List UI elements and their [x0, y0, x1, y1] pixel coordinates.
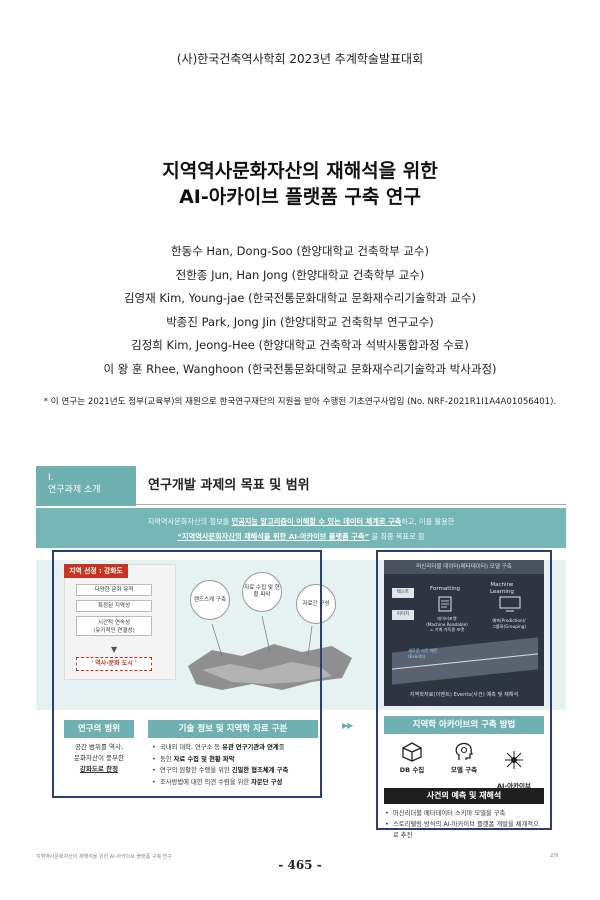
section-label: I. 연구과제 소개 [36, 466, 136, 506]
section-number: I. [48, 473, 54, 483]
tech-item: 조사방법에 대한 의견 수렴을 위한 자문단 구성 [152, 777, 318, 789]
tech-text: 를 [278, 744, 285, 751]
author: 한동수 Han, Dong-Soo (한양대학교 건축학부 교수) [170, 244, 429, 258]
paper-title: 지역역사문화자산의 재해석을 위한 AI-아카이브 플랫폼 구축 연구 [0, 158, 600, 210]
db-collect: DB 수집 [392, 742, 432, 774]
tech-text: 국내외 대학, 연구소 등 [160, 744, 223, 751]
down-arrow-icon: ▼ [111, 645, 118, 654]
intro-text: 하고, 이를 활용한 [401, 517, 455, 526]
network-icon [505, 751, 523, 769]
method-label: DB 수집 [399, 766, 425, 774]
author: 김영재 Kim, Young-jae (한국전통문화대학교 문화재수리기술학과 … [123, 291, 477, 305]
tech-bold: 긴밀한 협조체계 구축 [231, 767, 289, 774]
method-header: 지역학 아카이브의 구축 방법 [384, 716, 544, 734]
tech-item: 국내외 대학, 연구소 등 유관 연구기관과 연계를 [152, 742, 318, 754]
author: 김정희 Kim, Jeong-Hee (한양대학교 건축학과 석박사통합과정 수… [131, 338, 469, 352]
ml-label: Machine Learning [490, 582, 514, 595]
scope-emphasis: 강화도로 한정 [79, 765, 119, 773]
slide-footer-title: 지역역사문화자산의 재해석을 위한 AI-아카이브 플랫폼 구축 연구 [36, 854, 172, 860]
tech-bold: 자문단 구성 [251, 778, 283, 786]
bubble-data-collection: 자료 수집 및 현황 파악 [242, 572, 282, 612]
right-frame [376, 550, 552, 830]
left-frame [52, 550, 322, 798]
scope-header: 연구의 범위 [64, 720, 134, 738]
double-arrow-icon: ▶▶ [342, 721, 353, 730]
author-list: 한동수 Han, Dong-Soo (한양대학교 건축학부 교수) 전한종 Ju… [0, 240, 600, 381]
tech-bold: 자료 수집 및 현황 파악 [173, 755, 235, 763]
bubble-landscape: 랜드스케 구축 [190, 580, 230, 620]
tech-list: 국내외 대학, 연구소 등 유관 연구기관과 연계를 동한 자료 수집 및 현황… [152, 742, 318, 788]
method-label: 모델 구축 [450, 766, 478, 774]
computer-icon [499, 596, 521, 612]
tech-bold: 유관 연구기관과 연계 [222, 744, 279, 751]
title-line-2: AI-아카이브 플랫폼 구축 연구 [179, 186, 421, 208]
format-caption: 데이터포맷 (Machine Readable) = 기계 가독용 포맷 [426, 616, 468, 632]
title-line-1: 지역역사문화자산의 재해석을 위한 [162, 160, 438, 182]
region-tag: 지역 선정 : 강화도 [64, 564, 128, 578]
prediction-list: 머신리더블 메타데이터 스키마 모델을 구축 스토리텔링 방식의 AI-아카이브… [384, 808, 544, 841]
scope-line: 공간 범위를 역사, [74, 743, 124, 751]
scope-line: 강화도로 한정 [64, 764, 134, 775]
author: 이 왕 훈 Rhee, Wanghoon (한국전통문화대학교 문화재수리기술학… [103, 361, 497, 376]
region-target: ' 역사·문화 도시 ' [76, 657, 152, 671]
tech-item-cont: 동한 자료 수집 및 현황 파악 [152, 754, 318, 766]
tech-text: 연구의 원활한 수행을 위한 [160, 767, 232, 774]
intro-highlight: 인공지능 알고리즘이 이해할 수 있는 데이터 체계로 구축 [231, 517, 402, 526]
author: 전한종 Jun, Han Jong (한양대학교 건축학부 교수) [175, 267, 425, 282]
section-rule [136, 504, 566, 505]
tech-header: 기술 정보 및 지역학 자료 구분 [148, 720, 318, 738]
section-name: 연구과제 소개 [48, 485, 101, 495]
intro-line-2: “지역역사문화자산의 재해석을 위한 AI-아카이브 플랫폼 구축” 을 최종 … [36, 529, 566, 544]
slide-footer-page: 2/9 [550, 853, 559, 859]
scope-line: 문화자산이 풍부한 [74, 754, 124, 762]
tech-text: 조사방법에 대한 의견 수렴을 위한 [160, 778, 252, 786]
region-item: 특정된 지역성 [76, 600, 152, 612]
head-gear-icon [455, 742, 473, 760]
image-chip: 이미지 [392, 610, 414, 620]
formatting-label: Formatting [430, 586, 461, 592]
model-diagram-footer: 지역학자료(이벤트) Events(사건) 예측 및 재해석 [409, 692, 519, 698]
prediction-item: 스토리텔링 방식의 AI-아카이브 플랫폼 개발을 체계적으로 추진 [384, 819, 544, 841]
intro-text: 지역역사문화자산의 정보를 [147, 517, 232, 526]
cube-icon [402, 742, 422, 762]
scope-body: 공간 범위를 역사, 문화자산이 풍부한 강화도로 한정 [64, 742, 134, 775]
region-item: 다양한 문화 유적 [76, 584, 152, 596]
prediction-item: 머신리더블 메타데이터 스키마 모델을 구축 [384, 808, 544, 819]
section-title: 연구개발 과제의 목표 및 범위 [148, 478, 310, 493]
document-icon [438, 596, 452, 612]
funding-footnote: * 이 연구는 2021년도 정부(교육부)의 재원으로 한국연구재단의 지원을… [43, 397, 557, 407]
prediction-header: 사건의 예측 및 재해석 [384, 788, 544, 804]
region-item: 시간적 연속성 (유기적인 연결성) [76, 616, 152, 636]
author: 박종진 Park, Jong Jin (한양대학교 건축학부 연구교수) [166, 314, 434, 329]
page-number: - 465 - [278, 858, 322, 872]
slide-figure: I. 연구과제 소개 연구개발 과제의 목표 및 범위 지역역사문화자산의 정보… [36, 460, 566, 855]
model-diagram-title: 머신리더블 데이터(메타데이터) 모델 구축 [384, 560, 544, 574]
model-build: 모델 구축 [444, 742, 484, 774]
tech-text: 동한 [160, 755, 174, 763]
conference-header: (사)한국건축역사학회 2023년 추계학술발표대회 [176, 52, 424, 66]
map-illustration [188, 615, 352, 690]
intro-goal: “지역역사문화자산의 재해석을 위한 AI-아카이브 플랫폼 구축” [177, 532, 370, 541]
prediction-caption: 예측(Prediction)/ 그룹화(Grouping) [491, 618, 527, 629]
events-label: 새로운 시간 패턴 (Events) [408, 648, 438, 659]
text-chip: 텍스트 [392, 588, 414, 598]
tech-item: 연구의 원활한 수행을 위한 긴밀한 협조체계 구축 [152, 765, 318, 777]
intro-banner: 지역역사문화자산의 정보를 인공지능 알고리즘이 이해할 수 있는 데이터 체계… [36, 508, 566, 548]
bubble-composition: 자료간 구성 [296, 584, 336, 624]
intro-text: 을 최종 목표로 함 [371, 532, 425, 541]
intro-line-1: 지역역사문화자산의 정보를 인공지능 알고리즘이 이해할 수 있는 데이터 체계… [36, 514, 566, 529]
